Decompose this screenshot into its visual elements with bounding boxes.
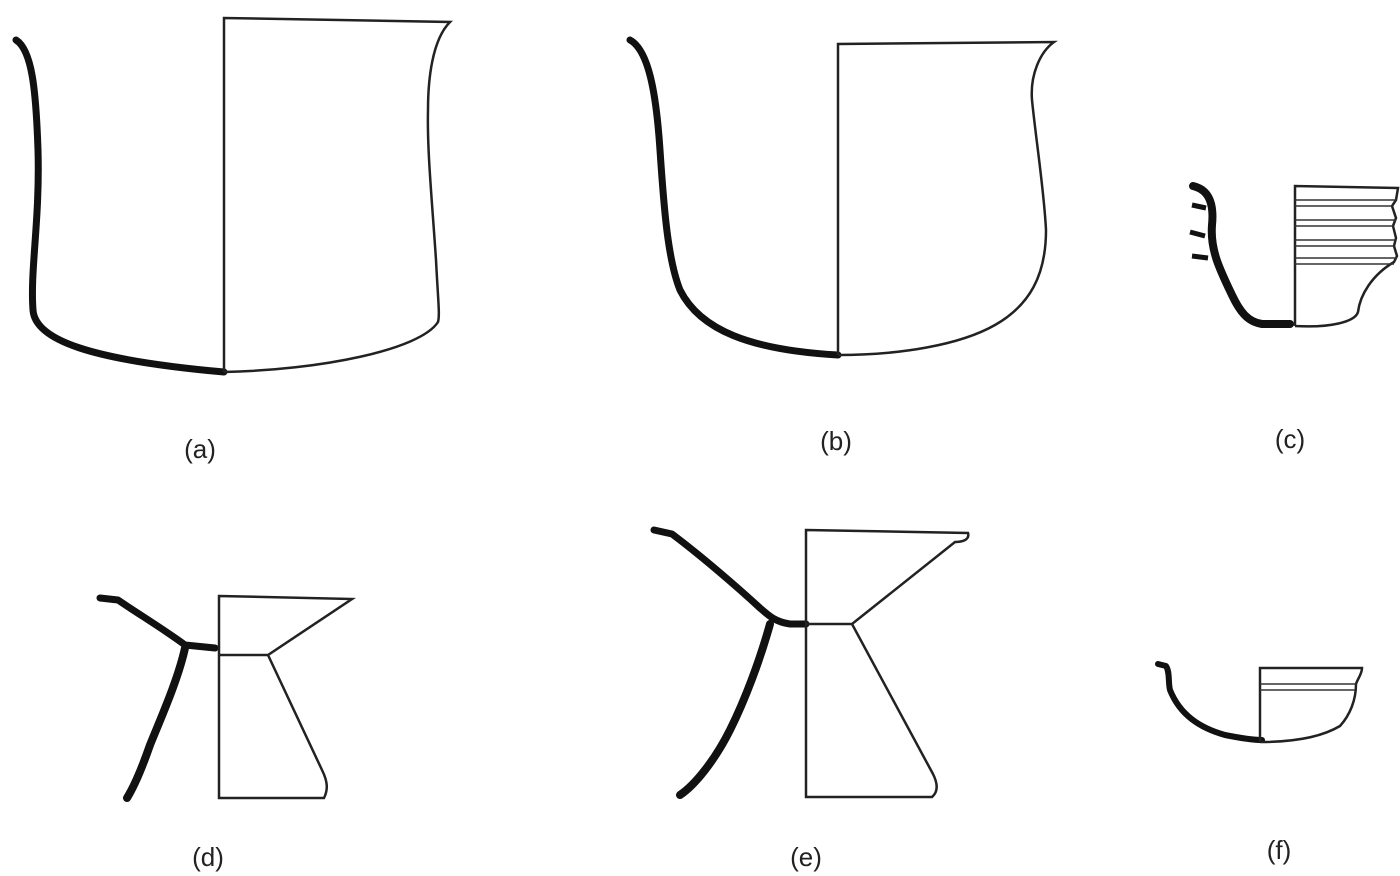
vessel-d-rim [96,594,219,652]
vessel-b-outline [836,40,1058,357]
vessel-a [12,16,453,376]
vessel-c-outline [1293,184,1400,328]
label-c: (c) [1274,424,1306,454]
vessel-c-section [1189,182,1294,328]
vessel-f-outline [1258,666,1364,744]
vessel-d [96,594,356,802]
vessel-a-section [12,36,228,376]
vessel-c-ridges [1189,202,1209,261]
vessel-c-bands [1295,199,1397,265]
vessel-b-section [626,36,842,359]
vessel-a-outline [222,16,453,374]
vessel-f-section [1155,661,1265,743]
vessel-e-outline [804,528,970,799]
vessel-f-band [1260,683,1356,691]
vessel-e-stem [676,620,774,799]
vessel-d-stem [123,644,189,802]
label-d: (d) [192,842,224,872]
vessel-d-outline [217,594,356,800]
label-e: (e) [790,842,822,872]
vessel-e [650,526,970,799]
label-b: (b) [820,426,852,456]
label-a: (a) [184,434,216,464]
vessel-c [1189,182,1400,328]
vessel-e-rim [650,526,810,628]
vessel-b [626,36,1058,359]
label-f: (f) [1266,835,1292,865]
vessel-f [1155,661,1364,744]
